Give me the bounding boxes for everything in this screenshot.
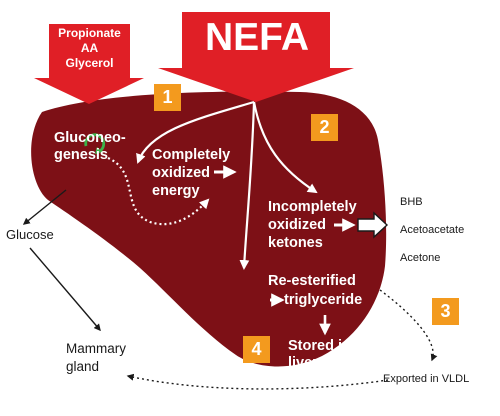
stored-line2: liver: [288, 355, 318, 371]
completely-line2: oxidized: [152, 165, 211, 181]
arrow-to-vldl: [379, 289, 438, 362]
completely-oxidized-label: Completely oxidized energy: [152, 146, 230, 200]
nefa-arrow: [158, 12, 354, 102]
arrow-vldl-to-mammary: [126, 373, 389, 390]
acetone-label: Acetone: [400, 252, 441, 264]
step-badge-1: 1: [154, 84, 181, 111]
incompletely-line1: Incompletely: [268, 199, 357, 215]
ketone-bodies-list: BHB Acetoacetate Acetone: [400, 188, 464, 272]
gluconeogenesis-line1: Gluconeo-: [54, 130, 126, 146]
reesterified-line2: triglyceride: [284, 292, 363, 308]
arrow-to-reesterified: [239, 101, 256, 270]
stored-in-liver-label: Stored in liver: [288, 338, 351, 372]
propionate-label: Propionate AA Glycerol: [49, 26, 130, 71]
gluconeogenesis-line2: genesis: [54, 147, 108, 163]
arrow-to-complete: [136, 100, 255, 164]
reesterified-label: Re-esterified triglyceride: [268, 272, 362, 310]
nefa-label: NEFA: [205, 16, 310, 59]
glucose-label: Glucose: [6, 227, 54, 242]
step-badge-3: 3: [432, 298, 459, 325]
mammary-gland-label: Mammary gland: [66, 340, 126, 376]
glycerol-line: Glycerol: [65, 56, 114, 70]
acetoacetate-label: Acetoacetate: [400, 224, 465, 236]
completely-line1: Completely: [152, 147, 231, 163]
aa-line: AA: [80, 41, 99, 55]
propionate-line: Propionate: [58, 26, 121, 40]
liver-shape: [31, 91, 387, 367]
incompletely-line3: ketones: [268, 235, 323, 251]
arrow-to-glucose: [22, 189, 67, 225]
step-badge-4: 4: [243, 336, 270, 363]
exported-vldl-label: Exported in VLDL: [383, 373, 470, 385]
incompletely-oxidized-label: Incompletely oxidized ketones: [268, 198, 357, 252]
step-badge-2: 2: [311, 114, 338, 141]
reesterified-line1: Re-esterified: [268, 273, 356, 289]
mammary-line2: gland: [66, 359, 100, 374]
arrow-glucose-to-mammary: [29, 247, 101, 332]
propionate-arrow: [34, 24, 144, 104]
incompletely-line2: oxidized: [268, 217, 327, 233]
ketone-export-arrow: [357, 211, 389, 239]
output-arrows: [22, 189, 438, 390]
mammary-line1: Mammary: [66, 341, 126, 356]
completely-line3: energy: [152, 183, 200, 199]
pathway-arrows: [107, 100, 356, 336]
bhb-label: BHB: [400, 196, 423, 208]
gluconeogenesis-cycle-icon: [84, 133, 106, 154]
arrow-to-incomplete: [252, 101, 318, 194]
arrow-gluco-dotted: [107, 156, 210, 226]
gluconeogenesis-label: Gluconeo- genesis: [54, 130, 126, 164]
stored-line1: Stored in: [288, 338, 351, 354]
